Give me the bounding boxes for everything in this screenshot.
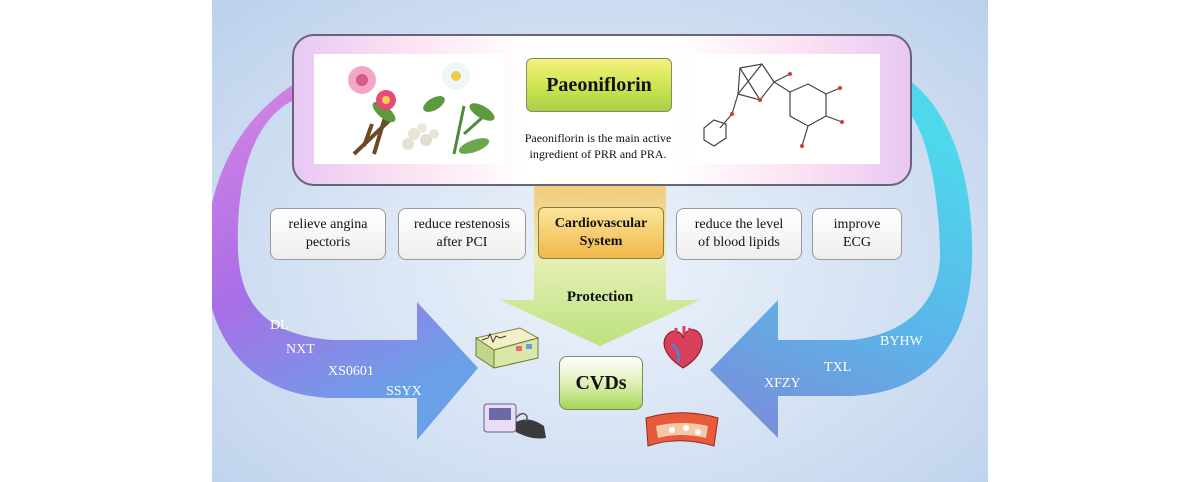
herb-txl: TXL xyxy=(824,360,852,375)
effect-ecg: improve ECG xyxy=(812,208,902,260)
herb-byhw: BYHW xyxy=(880,334,923,349)
compound-description: Paeoniflorin is the main active ingredie… xyxy=(510,130,686,162)
protection-label: Protection xyxy=(566,289,634,305)
effect-ecg-line1: improve xyxy=(833,217,881,232)
system-line2: System xyxy=(579,234,623,249)
cvds-box: CVDs xyxy=(559,356,643,410)
heart-icon xyxy=(663,326,703,369)
compound-panel: Paeoniflorin Paeoniflorin is the main ac… xyxy=(292,34,912,186)
effect-angina-line1: relieve angina xyxy=(288,217,368,232)
right-curved-arrow xyxy=(710,78,973,438)
effect-restenosis-line1: reduce restenosis xyxy=(413,217,511,232)
blood-pressure-monitor-icon xyxy=(483,403,546,439)
compound-title-box: Paeoniflorin xyxy=(526,58,672,112)
effect-angina-line2: pectoris xyxy=(305,235,351,250)
herb-xfzy: XFZY xyxy=(764,376,801,391)
ecg-monitor-icon xyxy=(474,327,540,369)
herb-ssyx: SSYX xyxy=(386,384,422,399)
effect-lipids-line2: of blood lipids xyxy=(698,235,780,250)
herb-nxt: NXT xyxy=(286,342,315,357)
compound-description-line2: ingredient of PRR and PRA. xyxy=(529,147,667,161)
effect-restenosis-line2: after PCI xyxy=(436,235,488,250)
blood-vessel-plaque-icon xyxy=(645,412,719,447)
cvds-label: CVDs xyxy=(575,371,627,394)
effect-restenosis: reduce restenosis after PCI xyxy=(398,208,526,260)
system-line1: Cardiovascular xyxy=(554,216,648,231)
cardiovascular-system-box: Cardiovascular System xyxy=(538,207,664,259)
paeoniflorin-structure-icon xyxy=(690,54,880,164)
effect-ecg-line2: ECG xyxy=(843,235,871,250)
compound-description-line1: Paeoniflorin is the main active xyxy=(524,131,672,145)
left-curved-arrow xyxy=(212,84,478,440)
peony-flower-illustration xyxy=(314,54,504,164)
compound-name: Paeoniflorin xyxy=(546,73,652,96)
effect-lipids-line1: reduce the level xyxy=(694,217,784,232)
herb-xs0601: XS0601 xyxy=(328,364,374,379)
effect-lipids: reduce the level of blood lipids xyxy=(676,208,802,260)
herb-dl: DL xyxy=(270,318,289,333)
diagram-canvas: Paeoniflorin Paeoniflorin is the main ac… xyxy=(212,0,988,482)
effect-angina: relieve angina pectoris xyxy=(270,208,386,260)
